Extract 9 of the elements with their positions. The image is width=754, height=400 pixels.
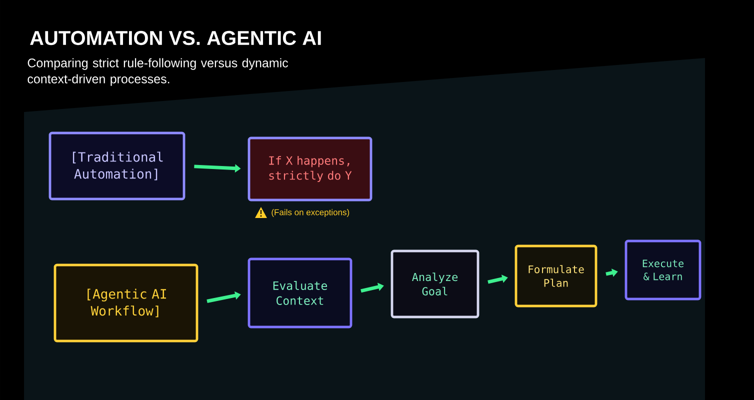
process-box: [Agentic AI Workflow] [54,264,198,342]
process-box: [Traditional Automation] [48,132,186,200]
step-box: Evaluate Context [248,258,352,328]
warning-note: (Fails on exceptions) [272,209,350,217]
subtitle: Comparing strict rule-following versus dynamic context-driven processes. [28,58,288,86]
step-box: Analyze Goal [390,250,480,318]
step-box: Formulate Plan [514,244,598,308]
step-box: Execute & Learn [624,240,702,300]
title: AUTOMATION VS. AGENTIC AI [30,30,321,46]
